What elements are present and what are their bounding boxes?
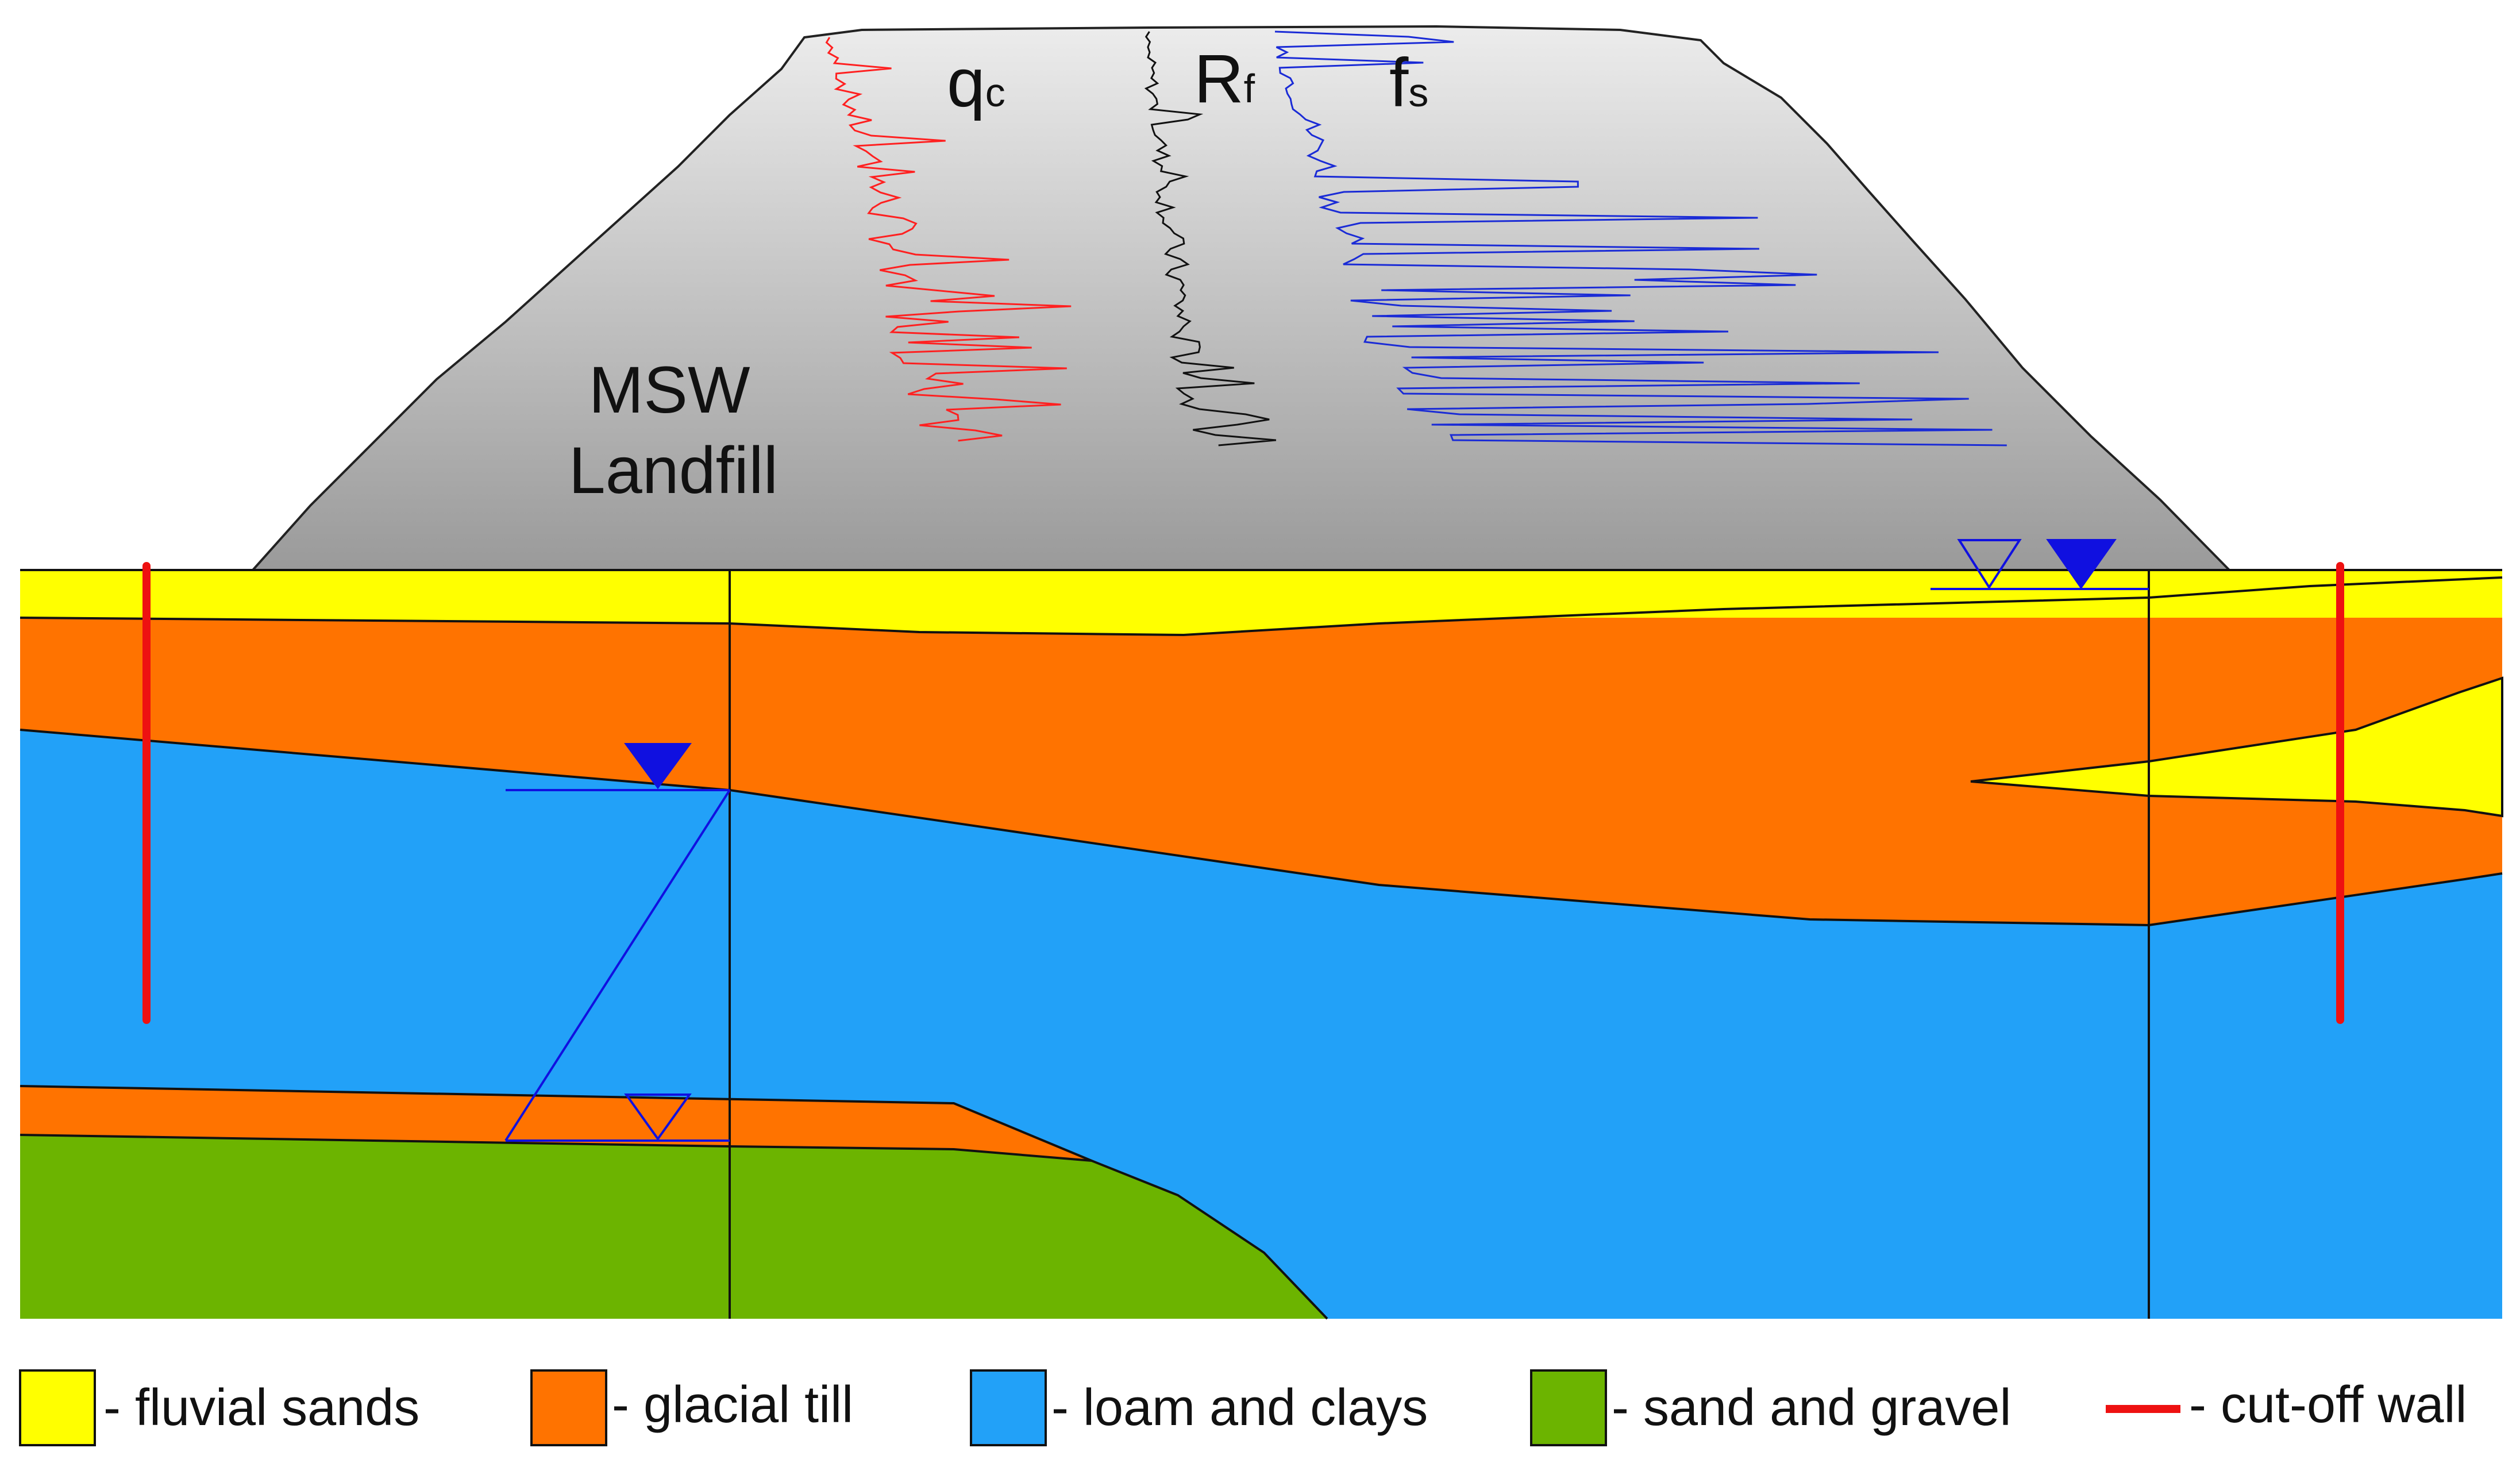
fs-log-curve [1274,30,2007,446]
water-table-right [1931,539,2149,590]
legend-item-fluvial-sands: - fluvial sands [19,1369,419,1446]
legend-label-loam-and-clays: - loam and clays [1051,1379,1428,1437]
rf-label: Rf [1194,40,1255,117]
loam-and-clays-swatch [970,1369,1047,1446]
fluvial-sands-top-shape [20,570,2502,635]
loam-and-clays-layer [20,730,2502,1319]
glacial-till-upper-layer [20,577,2502,925]
filled-water-table-marker-icon [2046,539,2117,590]
glacial-till-swatch [530,1369,607,1446]
legend-item-cut-off-wall: - cut-off wall [2106,1376,2467,1434]
legend: - fluvial sands - glacial till - loam an… [19,1369,2467,1446]
msw-landfill-body [250,25,2232,571]
legend-label-glacial-till: - glacial till [612,1376,853,1434]
legend-label-cut-off-wall: - cut-off wall [2189,1376,2467,1434]
legend-item-loam-and-clays: - loam and clays [970,1369,1428,1446]
filled-water-table-marker-icon [624,743,692,790]
landfill-label-line1: MSW [588,353,750,427]
fluvial-sands-lens [1970,676,2503,818]
legend-item-glacial-till: - glacial till [530,1369,853,1446]
open-water-table-marker-icon [1957,539,2022,590]
qc-log-curve [825,37,1072,442]
legend-label-fluvial-sands: - fluvial sands [103,1379,419,1437]
piezometric-gradient-line [504,789,731,1142]
water-table-left [504,743,731,1142]
legend-label-sand-and-gravel: - sand and gravel [1612,1379,2011,1437]
loam-lower-till-boundary [20,1085,1092,1162]
glacial-till-lower-layer [20,1086,1092,1161]
legend-item-sand-and-gravel: - sand and gravel [1530,1369,2011,1446]
rf-log-curve [1144,31,1277,446]
qc-label: qc [947,44,1005,121]
fs-label: fs [1389,44,1428,121]
landfill-label-line2: Landfill [569,434,778,507]
open-water-table-marker-icon [624,1093,692,1141]
sand-till-boundary [20,576,2503,637]
fluvial-sands-swatch [19,1369,96,1446]
sand-and-gravel-swatch [1530,1369,1607,1446]
